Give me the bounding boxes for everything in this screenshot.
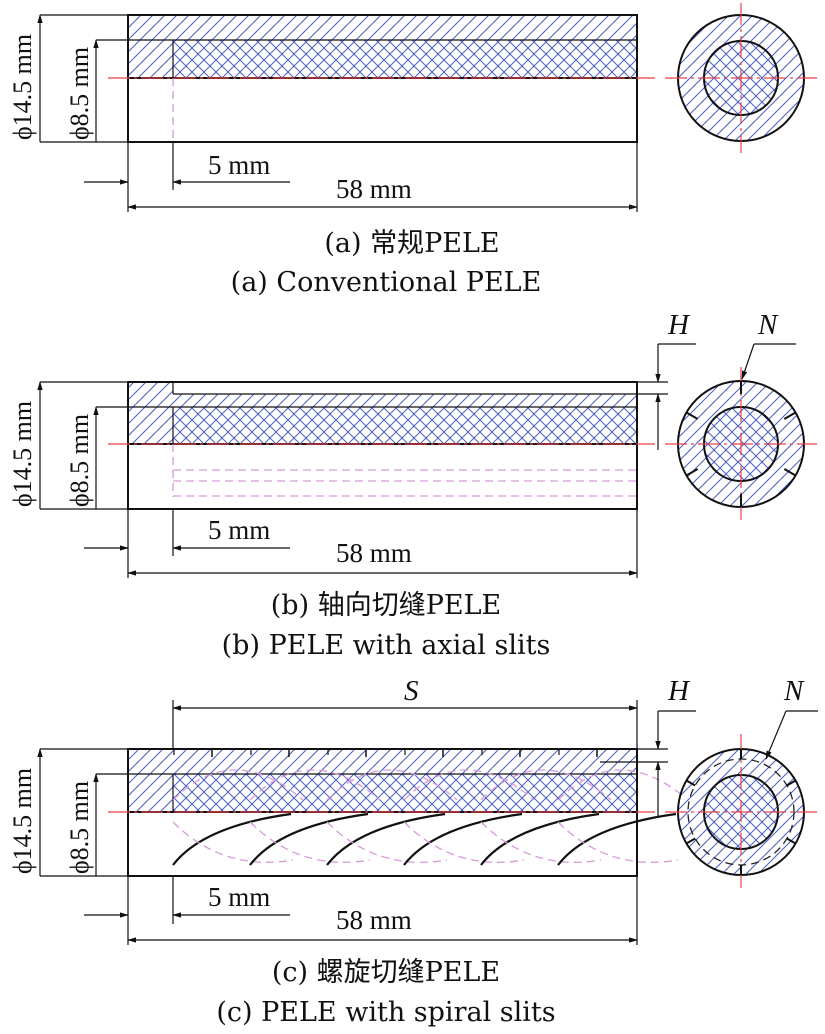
hidden-spiral-arc: [172, 821, 294, 863]
slit-count-symbol: N: [757, 309, 779, 341]
spiral-slit-curve: [249, 812, 369, 866]
head-length-label: 5 mm: [208, 882, 270, 912]
total-length-label: 58 mm: [336, 174, 412, 204]
hidden-spiral-arc: [403, 769, 535, 801]
radial-slits: [685, 381, 797, 507]
hidden-spiral-arc: [326, 769, 458, 801]
spiral-slit-ticks: [173, 749, 598, 757]
hidden-spiral-arc: [557, 821, 679, 863]
spiral-slit-curve: [557, 812, 677, 866]
spiral-slit-curve: [172, 812, 292, 866]
hidden-spiral-arc: [249, 821, 371, 863]
hidden-spiral-arc: [480, 821, 602, 863]
spiral-slit-curve: [326, 812, 446, 866]
slit-line: [783, 468, 797, 477]
caption-en: (c) PELE with spiral slits: [216, 997, 555, 1028]
panel-b-axial-slits: H ϕ14.5 mm ϕ8.5 mm 5 mm 58 mm N: [8, 309, 817, 661]
cross-section-view: [665, 367, 817, 520]
slit-depth-symbol: H: [667, 309, 691, 341]
core-crosshatch-region: [173, 407, 637, 444]
slit-line: [786, 779, 797, 787]
inner-diameter-label: ϕ8.5 mm: [65, 414, 94, 507]
spiral-length-symbol: S: [404, 675, 419, 707]
core-crosshatch-region: [173, 774, 637, 812]
spiral-slit-curve: [480, 812, 600, 866]
core-crosshatch-region: [173, 40, 637, 78]
cross-section-view: [665, 734, 817, 890]
hidden-spiral-arc: [403, 821, 525, 863]
spiral-slits: [172, 769, 689, 866]
radial-slits: [685, 749, 797, 875]
hidden-spiral-arc: [326, 821, 448, 863]
panel-a-conventional: ϕ14.5 mm ϕ8.5 mm 5 mm 58 mm (a) 常规PELE (…: [8, 3, 817, 298]
outer-diameter-label: ϕ14.5 mm: [8, 768, 37, 874]
hidden-spiral-arc: [172, 769, 304, 801]
total-length-label: 58 mm: [336, 905, 412, 935]
outer-diameter-label: ϕ14.5 mm: [8, 401, 37, 507]
head-length-label: 5 mm: [208, 515, 270, 545]
slit-line: [783, 411, 797, 420]
hidden-spiral-arc: [557, 769, 689, 801]
slit-line: [786, 837, 797, 845]
slit-line: [685, 837, 696, 845]
caption-cn: (c) 螺旋切缝PELE: [272, 957, 500, 988]
caption-cn: (b) 轴向切缝PELE: [271, 590, 501, 621]
caption-en: (a) Conventional PELE: [231, 267, 542, 298]
panel-c-spiral-slits: S H ϕ14.5 mm ϕ8.5 mm 5 mm 58 mm: [8, 675, 818, 1028]
cross-section-view: [665, 3, 817, 153]
hidden-spiral-arc: [480, 769, 612, 801]
axial-slit: [173, 382, 637, 394]
inner-diameter-label: ϕ8.5 mm: [65, 781, 94, 874]
spiral-slit-curve: [403, 812, 523, 866]
inner-diameter-label: ϕ8.5 mm: [65, 47, 94, 140]
total-length-label: 58 mm: [336, 538, 412, 568]
slit-count-symbol: N: [783, 675, 805, 707]
head-length-label: 5 mm: [208, 150, 270, 180]
caption-en: (b) PELE with axial slits: [222, 630, 551, 661]
slit-depth-symbol: H: [667, 675, 691, 707]
slit-line: [685, 468, 699, 477]
slit-line: [685, 779, 696, 787]
hidden-spiral-arc: [249, 769, 381, 801]
outer-diameter-label: ϕ14.5 mm: [8, 34, 37, 140]
caption-cn: (a) 常规PELE: [324, 228, 499, 259]
slit-line: [685, 411, 699, 420]
